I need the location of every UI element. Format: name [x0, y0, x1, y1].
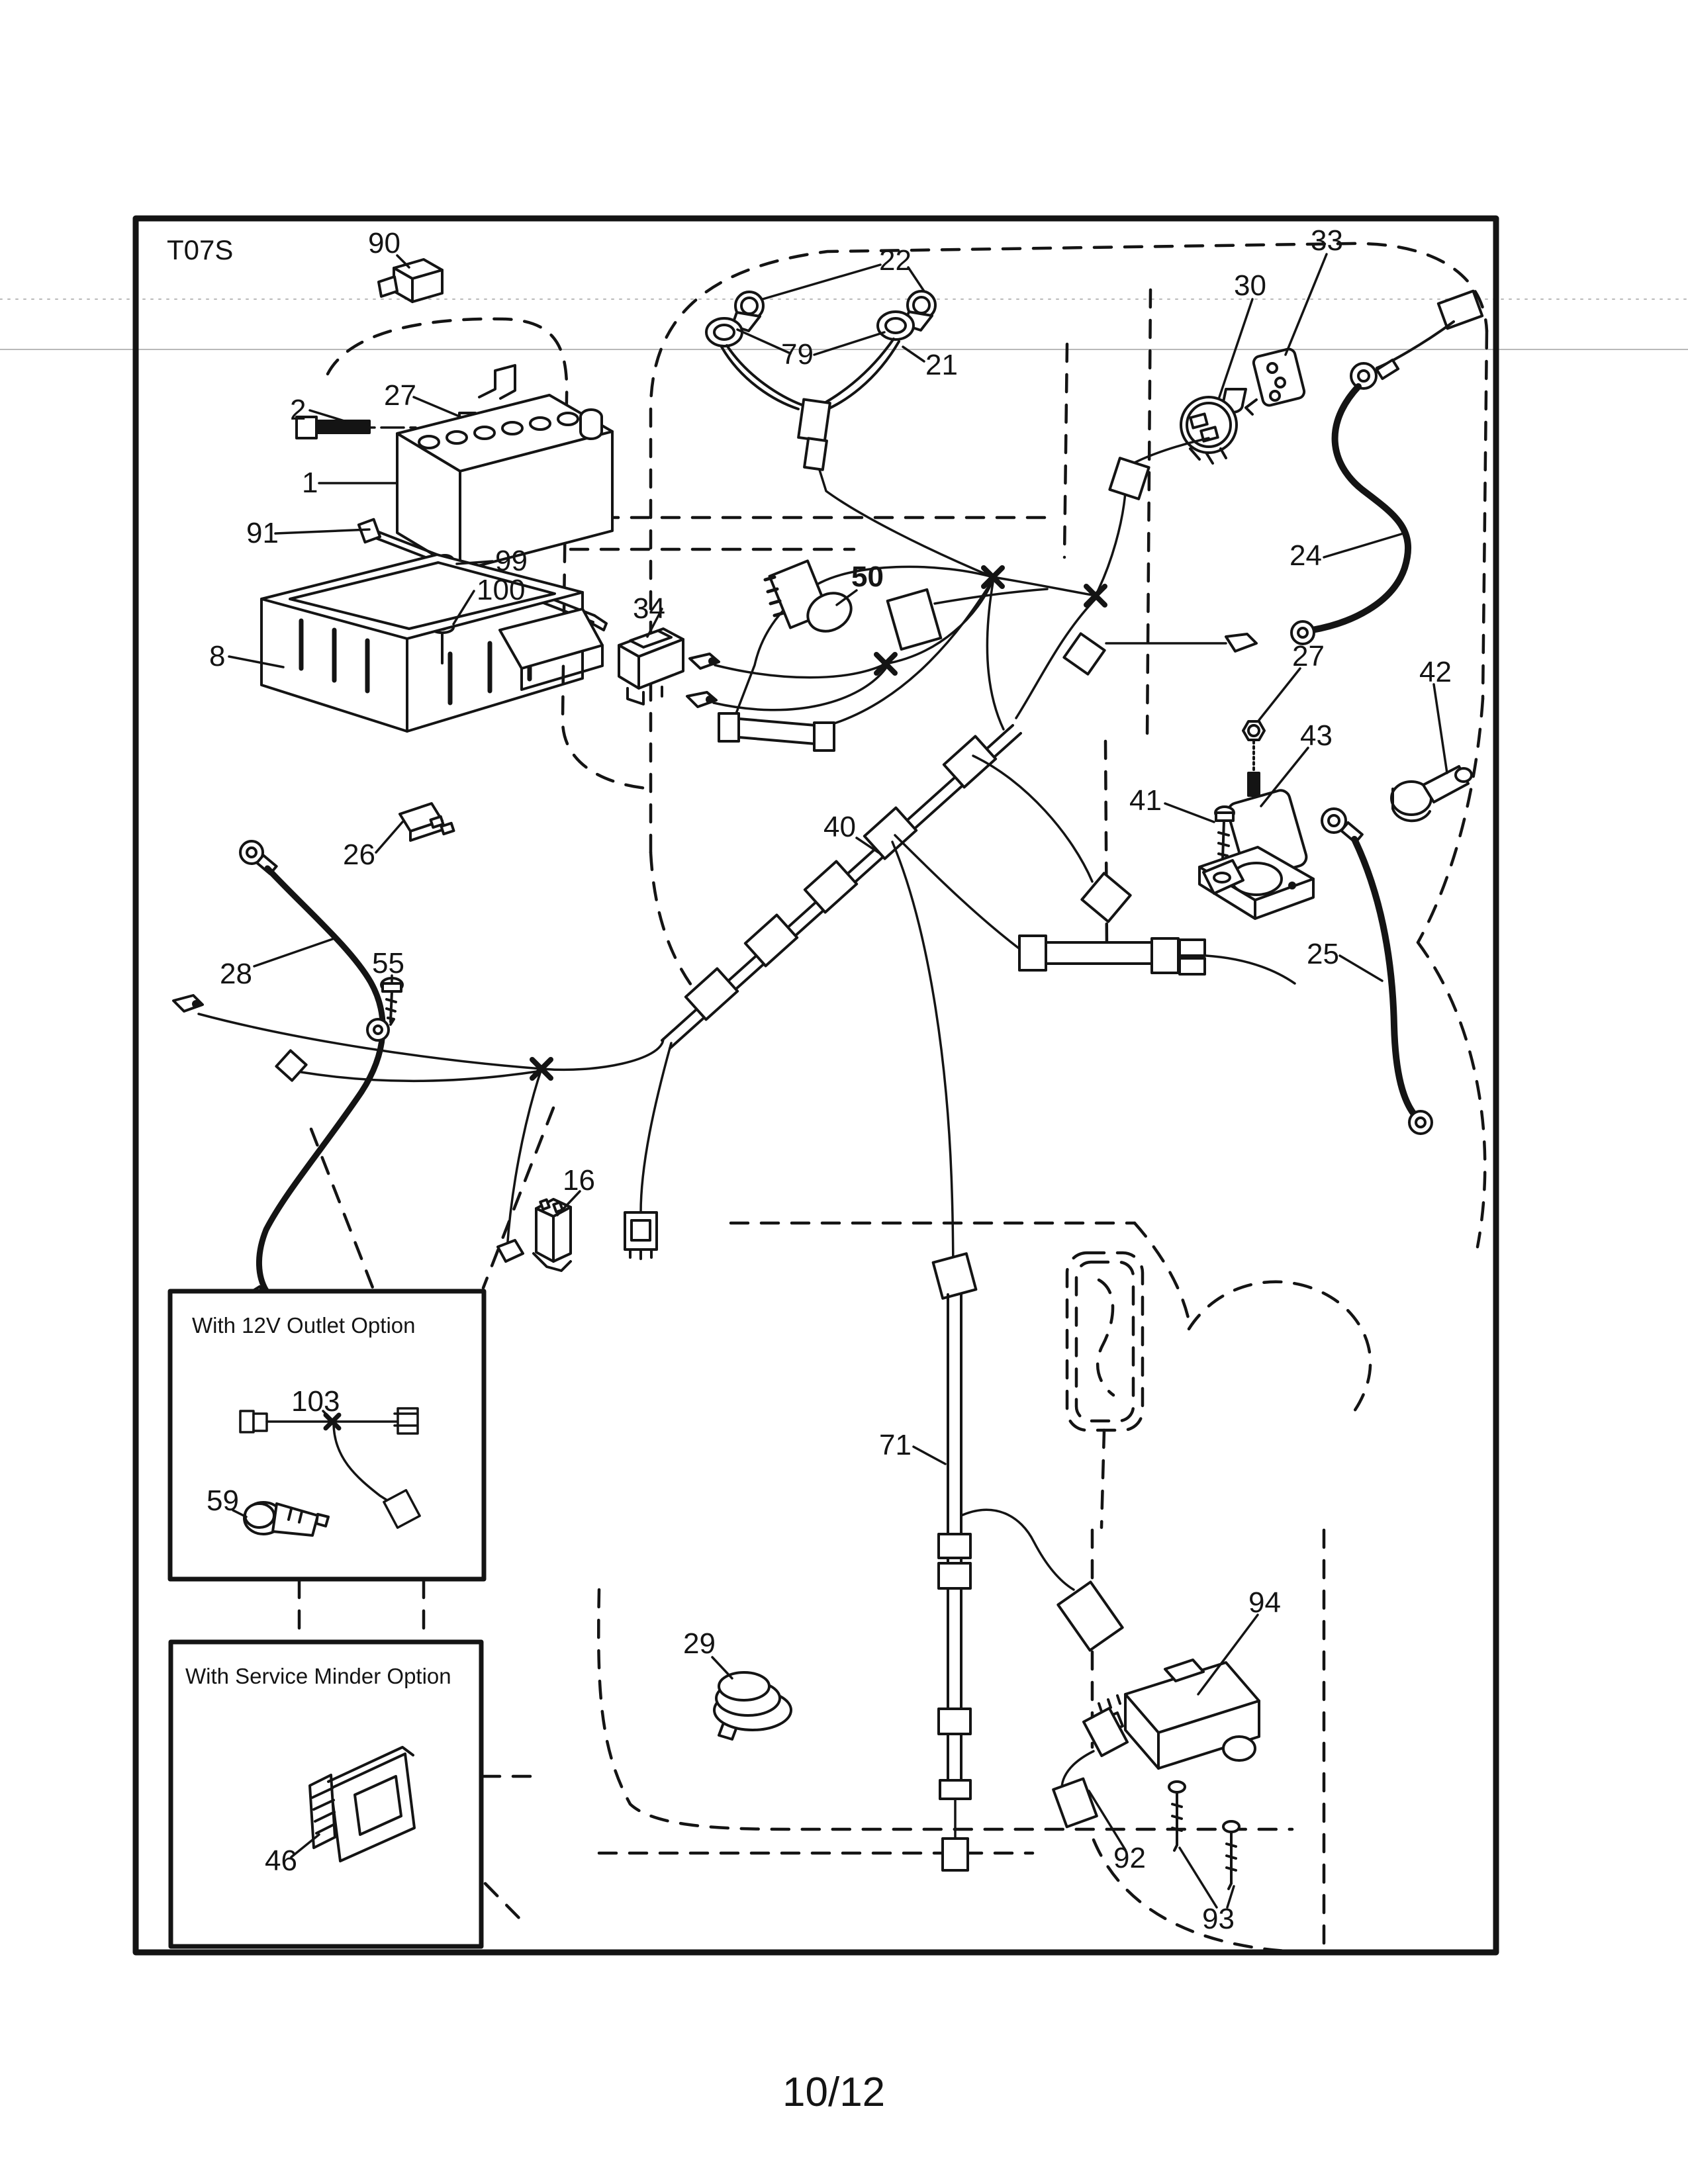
harness-connector [1080, 872, 1132, 923]
bolt-41 [1214, 805, 1235, 860]
switch-34 [618, 627, 684, 705]
grommet-29 [713, 1671, 792, 1741]
switch-50 [763, 559, 1049, 651]
callout-46: 46 [265, 1844, 297, 1877]
callout-24: 24 [1289, 539, 1322, 572]
inline-fuse-holder [718, 712, 835, 752]
callout-25: 25 [1307, 938, 1339, 970]
relay-plate [886, 588, 943, 651]
screws-93 [1168, 1780, 1241, 1890]
inline-connector-pair [1018, 934, 1206, 976]
diagram-frame [132, 215, 1499, 1956]
outlet-plug-59 [243, 1501, 330, 1537]
outlet-box-title: With 12V Outlet Option [192, 1313, 416, 1338]
callout-34: 34 [633, 592, 665, 625]
diagram-code: T07S [167, 234, 233, 265]
callout-27-battery: 27 [384, 379, 416, 412]
page-number: 10/12 [782, 2070, 885, 2115]
harness-end-connector [624, 1211, 658, 1260]
interlock-module-33 [1244, 347, 1306, 416]
callout-50: 50 [851, 561, 884, 593]
callout-94: 94 [1248, 1586, 1281, 1619]
option-box-12v-outlet [167, 1289, 487, 1582]
callout-2: 2 [290, 394, 306, 426]
leader-lines [228, 253, 1448, 1909]
main-harness-40 [172, 437, 1296, 1293]
module-94 [1056, 1580, 1260, 1770]
battery-box-8 [260, 553, 604, 733]
headlamp-harness [705, 290, 937, 471]
harness-strap-71 [931, 1252, 1075, 1872]
callout-91: 91 [246, 517, 279, 549]
text-labels: T07S 90 22 79 21 33 30 2 27 1 91 99 100 … [167, 224, 1452, 2115]
battery-cable-24 [1290, 289, 1484, 645]
service-minder-module-46 [308, 1746, 416, 1862]
callout-40: 40 [823, 811, 856, 843]
switch-16 [532, 1198, 572, 1272]
callout-42: 42 [1419, 656, 1452, 688]
callout-22: 22 [879, 244, 912, 277]
callout-21: 21 [925, 349, 958, 381]
bolt-2 [295, 416, 318, 439]
strap-end-connector [1056, 1580, 1124, 1652]
hold-down-rod-91 [357, 518, 608, 631]
option-box-service-minder [168, 1639, 484, 1949]
callout-41: 41 [1129, 784, 1162, 817]
callout-29: 29 [683, 1627, 716, 1660]
solenoid-assembly [1062, 632, 1473, 1135]
starter-cable-25 [1321, 807, 1433, 1135]
callout-27-solenoid: 27 [1292, 640, 1325, 672]
callout-16: 16 [563, 1164, 595, 1197]
fuse-26 [399, 802, 455, 842]
service-box-title: With Service Minder Option [185, 1664, 451, 1688]
callout-30: 30 [1234, 269, 1266, 302]
ground-cable-28 [239, 840, 404, 1309]
callout-55: 55 [372, 947, 404, 979]
scan-artifact-lines [0, 298, 1688, 350]
callout-99: 99 [495, 545, 528, 577]
splice-marks [530, 565, 1107, 1081]
ignition-switch-30 [1180, 388, 1247, 465]
callout-26: 26 [343, 839, 375, 871]
callout-59: 59 [207, 1484, 239, 1517]
callout-1: 1 [302, 467, 318, 499]
outlet-harness-103 [239, 1407, 421, 1529]
terminal-boot-42 [1390, 765, 1473, 823]
chassis-dashed-outlines [297, 242, 1489, 1954]
callout-100: 100 [477, 574, 525, 606]
battery-assembly [260, 364, 614, 733]
screw-55 [380, 977, 404, 1026]
callout-93: 93 [1202, 1903, 1235, 1935]
callout-79: 79 [781, 338, 814, 371]
callout-28: 28 [220, 958, 252, 990]
switch-connector [1108, 457, 1150, 500]
callout-33: 33 [1311, 224, 1343, 257]
callout-103: 103 [291, 1385, 340, 1418]
callout-43: 43 [1300, 719, 1333, 752]
callout-71: 71 [879, 1429, 912, 1461]
jumper-harness-92 [1052, 1694, 1129, 1829]
callout-90: 90 [368, 227, 400, 259]
callout-8: 8 [209, 640, 225, 672]
connector-90 [377, 258, 444, 303]
callout-92: 92 [1113, 1842, 1146, 1874]
